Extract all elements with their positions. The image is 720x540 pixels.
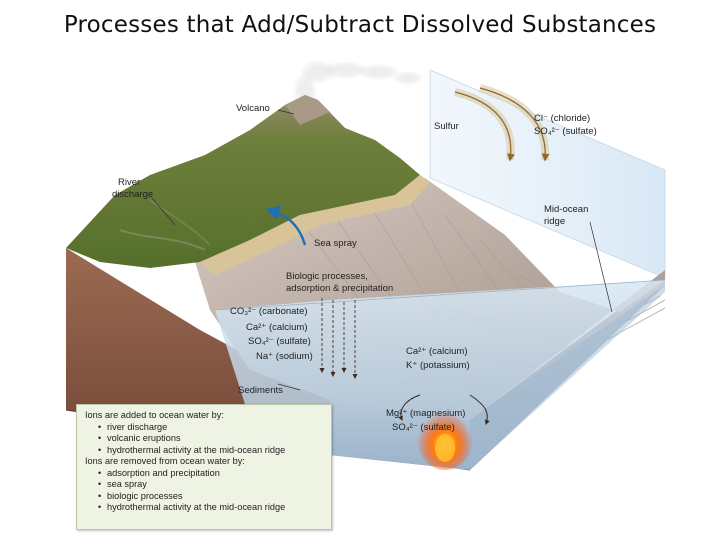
hydrothermal-vent (417, 406, 473, 470)
settling-arrows (319, 298, 358, 379)
label-chloride: Cl⁻ (chloride) (534, 113, 590, 124)
label-sea-spray: Sea spray (314, 238, 357, 249)
label-potassium: K⁺ (potassium) (406, 360, 470, 371)
legend-box: Ions are added to ocean water by: river … (76, 404, 332, 530)
label-volcano: Volcano (236, 103, 270, 114)
beach (200, 175, 430, 275)
label-calcium-left: Ca²⁺ (calcium) (246, 322, 308, 333)
legend-added-item: hydrothermal activity at the mid-ocean r… (98, 445, 323, 457)
label-sulfate-left: SO₄²⁻ (sulfate) (248, 336, 311, 347)
legend-removed-heading: Ions are removed from ocean water by: (85, 456, 245, 466)
volcano-mountain (66, 95, 420, 268)
label-magnesium: Mg²⁺ (magnesium) (386, 408, 465, 419)
slide-title: Processes that Add/Subtract Dissolved Su… (63, 12, 657, 38)
leader-lines (151, 109, 613, 391)
legend-added-list: river discharge volcanic eruptions hydro… (85, 422, 323, 457)
label-bio-1: Biologic processes, (286, 271, 368, 282)
legend-added-item: river discharge (98, 422, 323, 434)
legend-added-heading: Ions are added to ocean water by: (85, 410, 224, 420)
sea-spray-arrow (265, 205, 307, 246)
legend-removed-item: hydrothermal activity at the mid-ocean r… (98, 502, 323, 514)
label-sulfate-vent: SO₄²⁻ (sulfate) (392, 422, 455, 433)
label-sediments: Sediments (238, 385, 283, 396)
label-river-1: River (118, 177, 140, 188)
diagram-labels: Volcano Sulfur Cl⁻ (chloride) SO₄²⁻ (sul… (112, 103, 597, 433)
vent-exchange-arrows (398, 394, 490, 425)
legend-removed-item: biologic processes (98, 491, 323, 503)
label-sulfur: Sulfur (434, 121, 459, 132)
label-river-2: discharge (112, 189, 153, 200)
atmospheric-input-arrows (453, 84, 550, 162)
label-carbonate: CO₃²⁻ (carbonate) (230, 306, 308, 317)
label-sodium: Na⁺ (sodium) (256, 351, 313, 362)
label-ridge-1: Mid-ocean (544, 204, 588, 215)
legend-removed-item: sea spray (98, 479, 323, 491)
label-bio-2: adsorption & precipitation (286, 283, 393, 294)
label-calcium-right: Ca²⁺ (calcium) (406, 346, 468, 357)
label-ridge-2: ridge (544, 216, 565, 227)
legend-added-item: volcanic eruptions (98, 433, 323, 445)
legend-removed-item: adsorption and precipitation (98, 468, 323, 480)
legend-removed-list: adsorption and precipitation sea spray b… (85, 468, 323, 514)
label-sulfate-top: SO₄²⁻ (sulfate) (534, 126, 597, 137)
